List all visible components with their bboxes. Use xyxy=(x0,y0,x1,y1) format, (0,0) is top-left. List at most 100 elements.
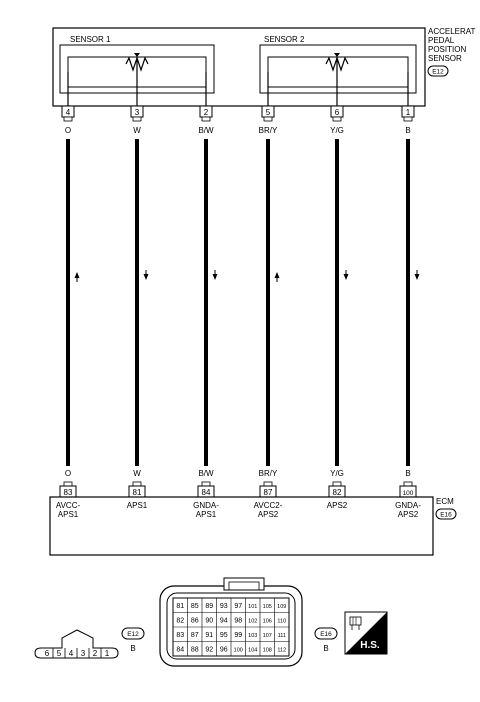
ecm-terminal-label: APS2 xyxy=(327,501,348,510)
e12-pin: 4 xyxy=(69,649,74,658)
e16-pin: 85 xyxy=(191,603,199,610)
ecm: ECM E16 xyxy=(49,496,457,556)
ecm-terminal-label: GNDA- xyxy=(395,501,421,510)
wire-color-top: BR/Y xyxy=(259,126,278,135)
ecm-pin-number: 87 xyxy=(264,488,273,497)
e16-pin: 82 xyxy=(176,617,184,624)
e16-pin: 83 xyxy=(176,632,184,639)
ecm-terminal-tab xyxy=(332,481,342,487)
ecm-connector-code: E16 xyxy=(440,512,452,519)
ecm-terminal-tab xyxy=(63,481,73,487)
e12-pin: 6 xyxy=(45,649,50,658)
e16-pin: 105 xyxy=(263,604,272,610)
sensor-pin-number: 2 xyxy=(204,108,209,117)
e16-code: E16 xyxy=(320,631,332,638)
e16-pin: 84 xyxy=(176,646,184,653)
sensor-terminal-tab xyxy=(332,116,342,122)
wire-color-bottom: Y/G xyxy=(330,469,344,478)
ecm-terminal-label: AVCC- xyxy=(56,501,81,510)
sensor-pin-number: 3 xyxy=(135,108,140,117)
accelerator-pedal-sensor: SENSOR 1 SENSOR 2 ACCELERAT PEDAL POSITI… xyxy=(52,27,476,107)
ecm-terminal-label: APS1 xyxy=(196,510,217,519)
e16-pin: 109 xyxy=(277,604,286,610)
signal-direction-down-icon xyxy=(414,274,420,280)
sensor-1-label: SENSOR 1 xyxy=(70,35,111,44)
e12-pin: 5 xyxy=(57,649,62,658)
e16-pin: 95 xyxy=(220,632,228,639)
wire-color-top: B xyxy=(405,126,410,135)
wire-color-top: O xyxy=(65,126,71,135)
sensor-pin-number: 4 xyxy=(66,108,71,117)
e16-pin: 92 xyxy=(205,646,213,653)
e12-pin: 1 xyxy=(105,649,110,658)
e16-pin: 106 xyxy=(263,618,272,624)
ecm-box xyxy=(49,496,434,556)
e16-pin: 108 xyxy=(263,647,272,653)
e16-pin: 111 xyxy=(278,633,286,639)
e16-pin: 81 xyxy=(176,603,184,610)
e16-pin: 89 xyxy=(205,603,213,610)
signal-direction-up-icon xyxy=(274,272,280,278)
ecm-pin-number: 82 xyxy=(333,488,342,497)
wire-color-bottom: B xyxy=(405,469,410,478)
sensor-pin-number: 1 xyxy=(406,108,411,117)
sensor-name-line-1: ACCELERAT xyxy=(428,27,476,36)
e16-pin: 91 xyxy=(205,632,213,639)
ecm-terminal-tab xyxy=(201,481,211,487)
ecm-terminal-label: APS1 xyxy=(58,510,79,519)
e16-pin: 104 xyxy=(248,647,257,653)
wire-color-top: B/W xyxy=(198,126,214,135)
e16-pin: 87 xyxy=(191,632,199,639)
sensor-name-line-3: POSITION xyxy=(428,45,466,54)
hs-label: H.S. xyxy=(360,640,380,651)
e16-pin: 94 xyxy=(220,617,228,624)
ecm-pin-number: 83 xyxy=(64,488,73,497)
sensor-pin-number: 5 xyxy=(266,108,271,117)
potentiometer-1-icon xyxy=(125,53,149,106)
sensor-terminal-tab xyxy=(132,116,142,122)
wire-color-bottom: W xyxy=(133,469,141,478)
ecm-terminal-label: APS2 xyxy=(398,510,419,519)
e16-pin: 99 xyxy=(234,632,242,639)
e16-color: B xyxy=(323,644,328,653)
wire-color-bottom: BR/Y xyxy=(259,469,278,478)
wire-harness: 4OO83AVCC-APS13WW81APS12B/WB/W84GNDA-APS… xyxy=(56,105,421,519)
harness-connector-icon xyxy=(349,616,362,630)
ecm-pin-number: 100 xyxy=(403,490,414,497)
ecm-terminal-tab xyxy=(132,481,142,487)
ecm-name: ECM xyxy=(436,497,454,506)
sensor-name-line-4: SENSOR xyxy=(428,54,462,63)
sensor-name-line-2: PEDAL xyxy=(428,36,455,45)
ecm-terminal-tab xyxy=(403,481,413,487)
sensor-terminal-tab xyxy=(403,116,413,122)
ecm-terminal-label: GNDA- xyxy=(193,501,219,510)
ecm-terminal-tab xyxy=(263,481,273,487)
sensor-terminal-tab xyxy=(263,116,273,122)
wire-color-top: W xyxy=(133,126,141,135)
e16-pin: 86 xyxy=(191,617,199,624)
ecm-terminal-label: APS2 xyxy=(258,510,279,519)
e16-pin: 110 xyxy=(277,618,286,624)
wire-color-bottom: B/W xyxy=(198,469,214,478)
ecm-pin-number: 81 xyxy=(133,488,142,497)
ecm-pin-number: 84 xyxy=(202,488,211,497)
wire-color-top: Y/G xyxy=(330,126,344,135)
hs-badge: H.S. xyxy=(344,611,388,655)
sensor-2-label: SENSOR 2 xyxy=(264,35,305,44)
e16-pin: 112 xyxy=(277,647,286,653)
e16-pin: 103 xyxy=(248,633,257,639)
ecm-connector-badge xyxy=(435,508,457,520)
ecm-terminal-label: APS1 xyxy=(127,501,148,510)
e16-pin: 98 xyxy=(234,617,242,624)
e16-pin: 100 xyxy=(234,647,243,653)
e12-code-badge xyxy=(121,627,145,640)
sensor-terminal-tab xyxy=(63,116,73,122)
ecm-terminal-label: AVCC2- xyxy=(254,501,283,510)
e16-pin: 93 xyxy=(220,603,228,610)
